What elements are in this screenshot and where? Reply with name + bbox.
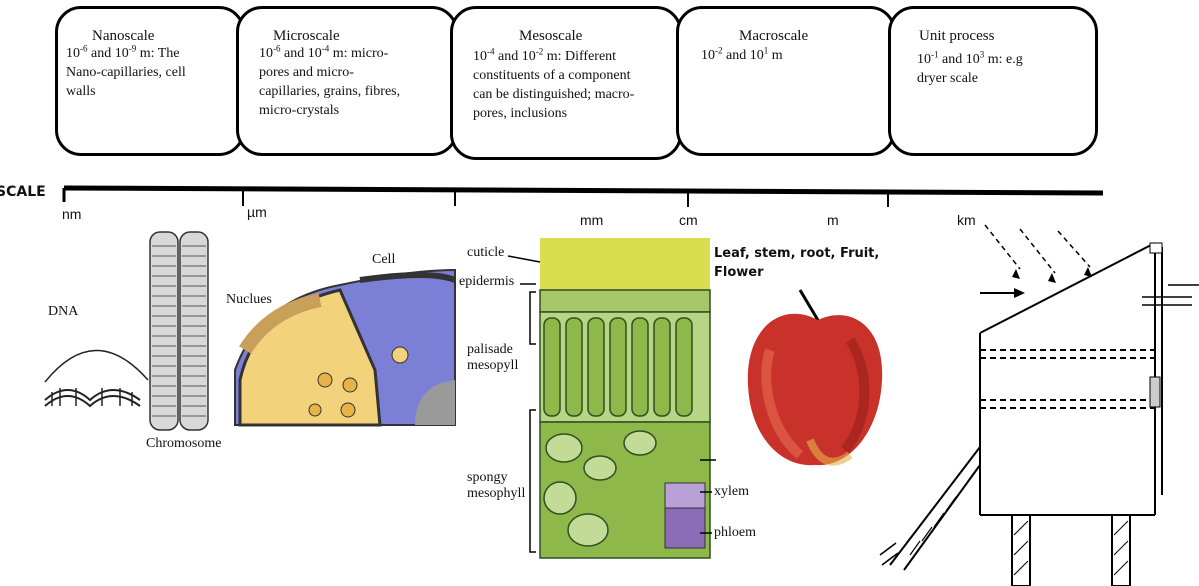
apple-illustration [740, 290, 890, 475]
epidermis-label: epidermis [459, 274, 514, 290]
xylem-label: xylem [714, 484, 749, 500]
palisade-label: palisade [467, 342, 513, 358]
phloem-label: phloem [714, 525, 756, 541]
cuticle-label: cuticle [467, 245, 504, 261]
dryer-illustration [880, 225, 1199, 586]
spongy-label: spongy [467, 470, 507, 486]
text: Flower [714, 265, 764, 280]
mesophyll-label: mesophyll [467, 486, 525, 502]
text: Leaf, stem, root, Fruit, [714, 246, 879, 261]
mesopyll-label: mesopyll [467, 358, 518, 374]
